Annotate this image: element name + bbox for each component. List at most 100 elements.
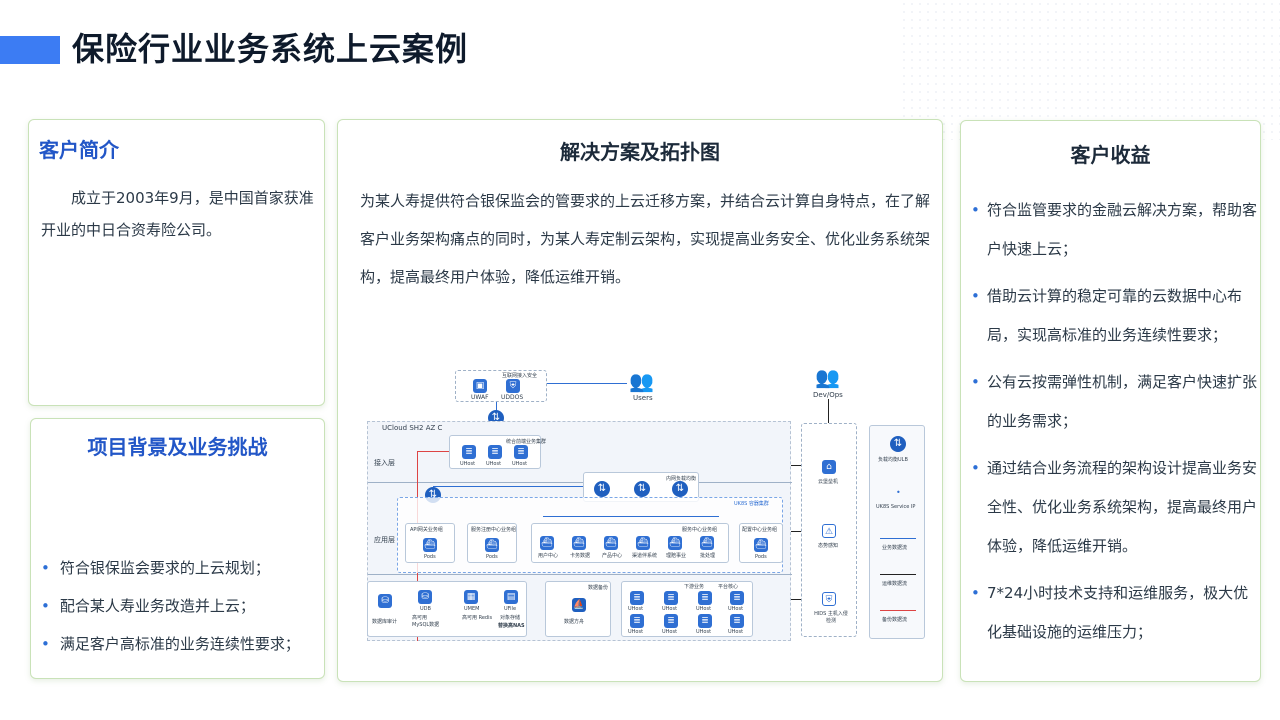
flow-line [433,486,583,487]
customer-intro-heading: 客户简介 [39,138,119,162]
uhost-label: UHost [696,629,712,635]
backup-group-label: 数据方舟 [564,619,585,625]
customer-intro-card: 客户简介 成立于2003年9月，是中国首家获准开业的中日合资寿险公司。 [28,119,325,406]
pods-icon: ⛴ [572,536,586,550]
uhost-icon: ≣ [462,445,476,459]
devops-label: Dev/Ops [813,391,843,399]
service-center-box: 服务中心业务组 ⛴ ⛴ ⛴ ⛴ ⛴ ⛴ 用户中心 卡务数据 产品中心 渠道伴系统… [531,523,729,563]
database-group-box: ⛁ 数据库审计 ⛁ UDB 高可用 MySQL数据 ▦ UMEM 高可用 Red… [367,581,527,637]
background-dots [900,0,1280,140]
access-link [496,402,497,412]
db-audit-icon: ⛁ [378,594,392,608]
db-audit-label: 数据库审计 [372,619,398,625]
frontend-cluster-box: 统合前端业务集群 ≣ ≣ ≣ UHost UHost UHost [449,435,546,469]
offline-label: 下游业务 [684,584,705,590]
bastion-label: 云堡垒机 [818,479,839,485]
uhost-label: UHost [662,606,678,612]
red-flow-line [417,451,449,452]
list-item: 借助云计算的稳定可靠的云数据中心布局，实现高标准的业务连续性要求； [971,277,1257,355]
solution-text: 为某人寿提供符合银保监会的管要求的上云迁移方案，并结合云计算自身特点，在了解客户… [360,192,931,286]
bastion-icon: ⌂ [822,460,836,474]
background-card: 项目背景及业务挑战 符合银保监会要求的上云规划； 配合某人寿业务改造并上云； 满… [30,418,325,679]
legend-svc-dot: • [896,488,901,497]
umem-sub-label: 高可用 Redis [462,615,493,621]
uwaf-icon: ▣ [473,379,487,393]
uhost-icon: ≣ [730,591,744,605]
az-zone-label: UCloud SH2 AZ C [382,424,443,432]
uddos-icon: ⛨ [506,379,520,393]
service-label: 卡务数据 [570,553,591,559]
service-label: 用户中心 [538,553,559,559]
ulb-icon: ⇅ [634,481,650,497]
legend-svc-label: UK8S Service IP [876,504,916,510]
topology-diagram: 互联网接入安全 ▣ UWAF ⛨ UDDOS 👥 Users 👥 Dev/Ops… [363,361,929,643]
legend-backup-label: 备份数据流 [882,617,908,623]
users-link [547,383,627,384]
config-center-box: 配置中心业务组 ⛴ Pods [739,523,783,563]
ulb-icon: ⇅ [594,481,610,497]
pods-icon: ⛴ [668,536,682,550]
pods-icon: ⛴ [423,538,437,552]
service-center-label: 服务中心业务组 [682,527,718,533]
ufile-label: UFile [504,606,517,612]
users-label: Users [633,394,653,402]
pods-icon: ⛴ [636,536,650,550]
pods-icon: ⛴ [604,536,618,550]
uhost-label: UHost [628,606,644,612]
service-label: 产品中心 [602,553,623,559]
title-accent-bar [0,36,60,64]
uhost-icon: ≣ [698,591,712,605]
list-item: 符合监管要求的金融云解决方案，帮助客户快速上云； [971,191,1257,269]
uhost-label: UHost [662,629,678,635]
umem-icon: ▦ [464,590,478,604]
legend-ops-label: 运维数据流 [882,581,908,587]
uhost-label: UHost [512,461,528,467]
pods-icon: ⛴ [700,536,714,550]
uhost-icon: ≣ [630,591,644,605]
list-item: 公有云按需弹性机制，满足客户快速扩张的业务需求； [971,363,1257,441]
service-registry-box: 服务注册中心业务组 ⛴ Pods [467,523,517,563]
ops-link [791,599,801,600]
data-backup-label: 数据备份 [588,585,609,591]
ulb-icon: ⇅ [672,481,688,497]
list-item: 符合银保监会要求的上云规划； [41,549,300,587]
uhost-label: UHost [486,461,502,467]
api-gateway-label: API网关业务组 [410,527,443,533]
ops-link [791,531,801,532]
uhost-icon: ≣ [514,445,528,459]
legend-business-label: 业务数据流 [882,545,908,551]
benefits-card: 客户收益 符合监管要求的金融云解决方案，帮助客户快速上云； 借助云计算的稳定可靠… [960,120,1261,682]
uwaf-label: UWAF [471,394,489,401]
service-registry-label: 服务注册中心业务组 [471,527,517,533]
service-label: 理赔事业 [666,553,687,559]
situation-label: 态势感知 [818,543,839,549]
uk8s-cluster-label: UK8S 容器集群 [734,501,769,507]
devops-icon: 👥 [815,365,840,389]
solution-heading: 解决方案及拓扑图 [560,140,720,164]
service-label: 批处理 [700,553,716,559]
udb-label: UDB [420,606,431,612]
uhost-icon: ≣ [730,614,744,628]
security-column: ⌂ 云堡垒机 ⚠ 态势感知 ⛨ HIDS 主机入侵检测 [801,423,857,637]
list-item: 满足客户高标准的业务连续性要求； [41,625,300,663]
pods-icon: ⛴ [540,536,554,550]
uhost-icon: ≣ [664,614,678,628]
api-gateway-box: API网关业务组 ⛴ Pods [405,523,455,563]
uhost-label: UHost [628,629,644,635]
legend-ulb-icon: ⇅ [890,436,906,452]
pods-label: Pods [486,554,498,560]
divider [368,482,792,483]
background-heading: 项目背景及业务挑战 [87,435,268,459]
page-title: 保险行业业务系统上云案例 [72,30,469,68]
benefits-heading: 客户收益 [1070,143,1151,167]
pods-label: Pods [755,554,767,560]
internet-security-label: 互联网接入安全 [502,373,538,379]
legend-ops-line [880,574,916,575]
legend-box: ⇅ 负载均衡ULB • UK8S Service IP 业务数据流 运维数据流 … [869,425,925,639]
nas-label: 替换高NAS [498,623,525,629]
frontend-cluster-label: 统合前端业务集群 [506,439,547,445]
ufile-sub-label: 对象存储 [500,615,521,621]
situation-icon: ⚠ [822,524,836,538]
uhost-label: UHost [460,461,476,467]
benefits-list: 符合监管要求的金融云解决方案，帮助客户快速上云； 借助云计算的稳定可靠的云数据中… [971,191,1257,660]
